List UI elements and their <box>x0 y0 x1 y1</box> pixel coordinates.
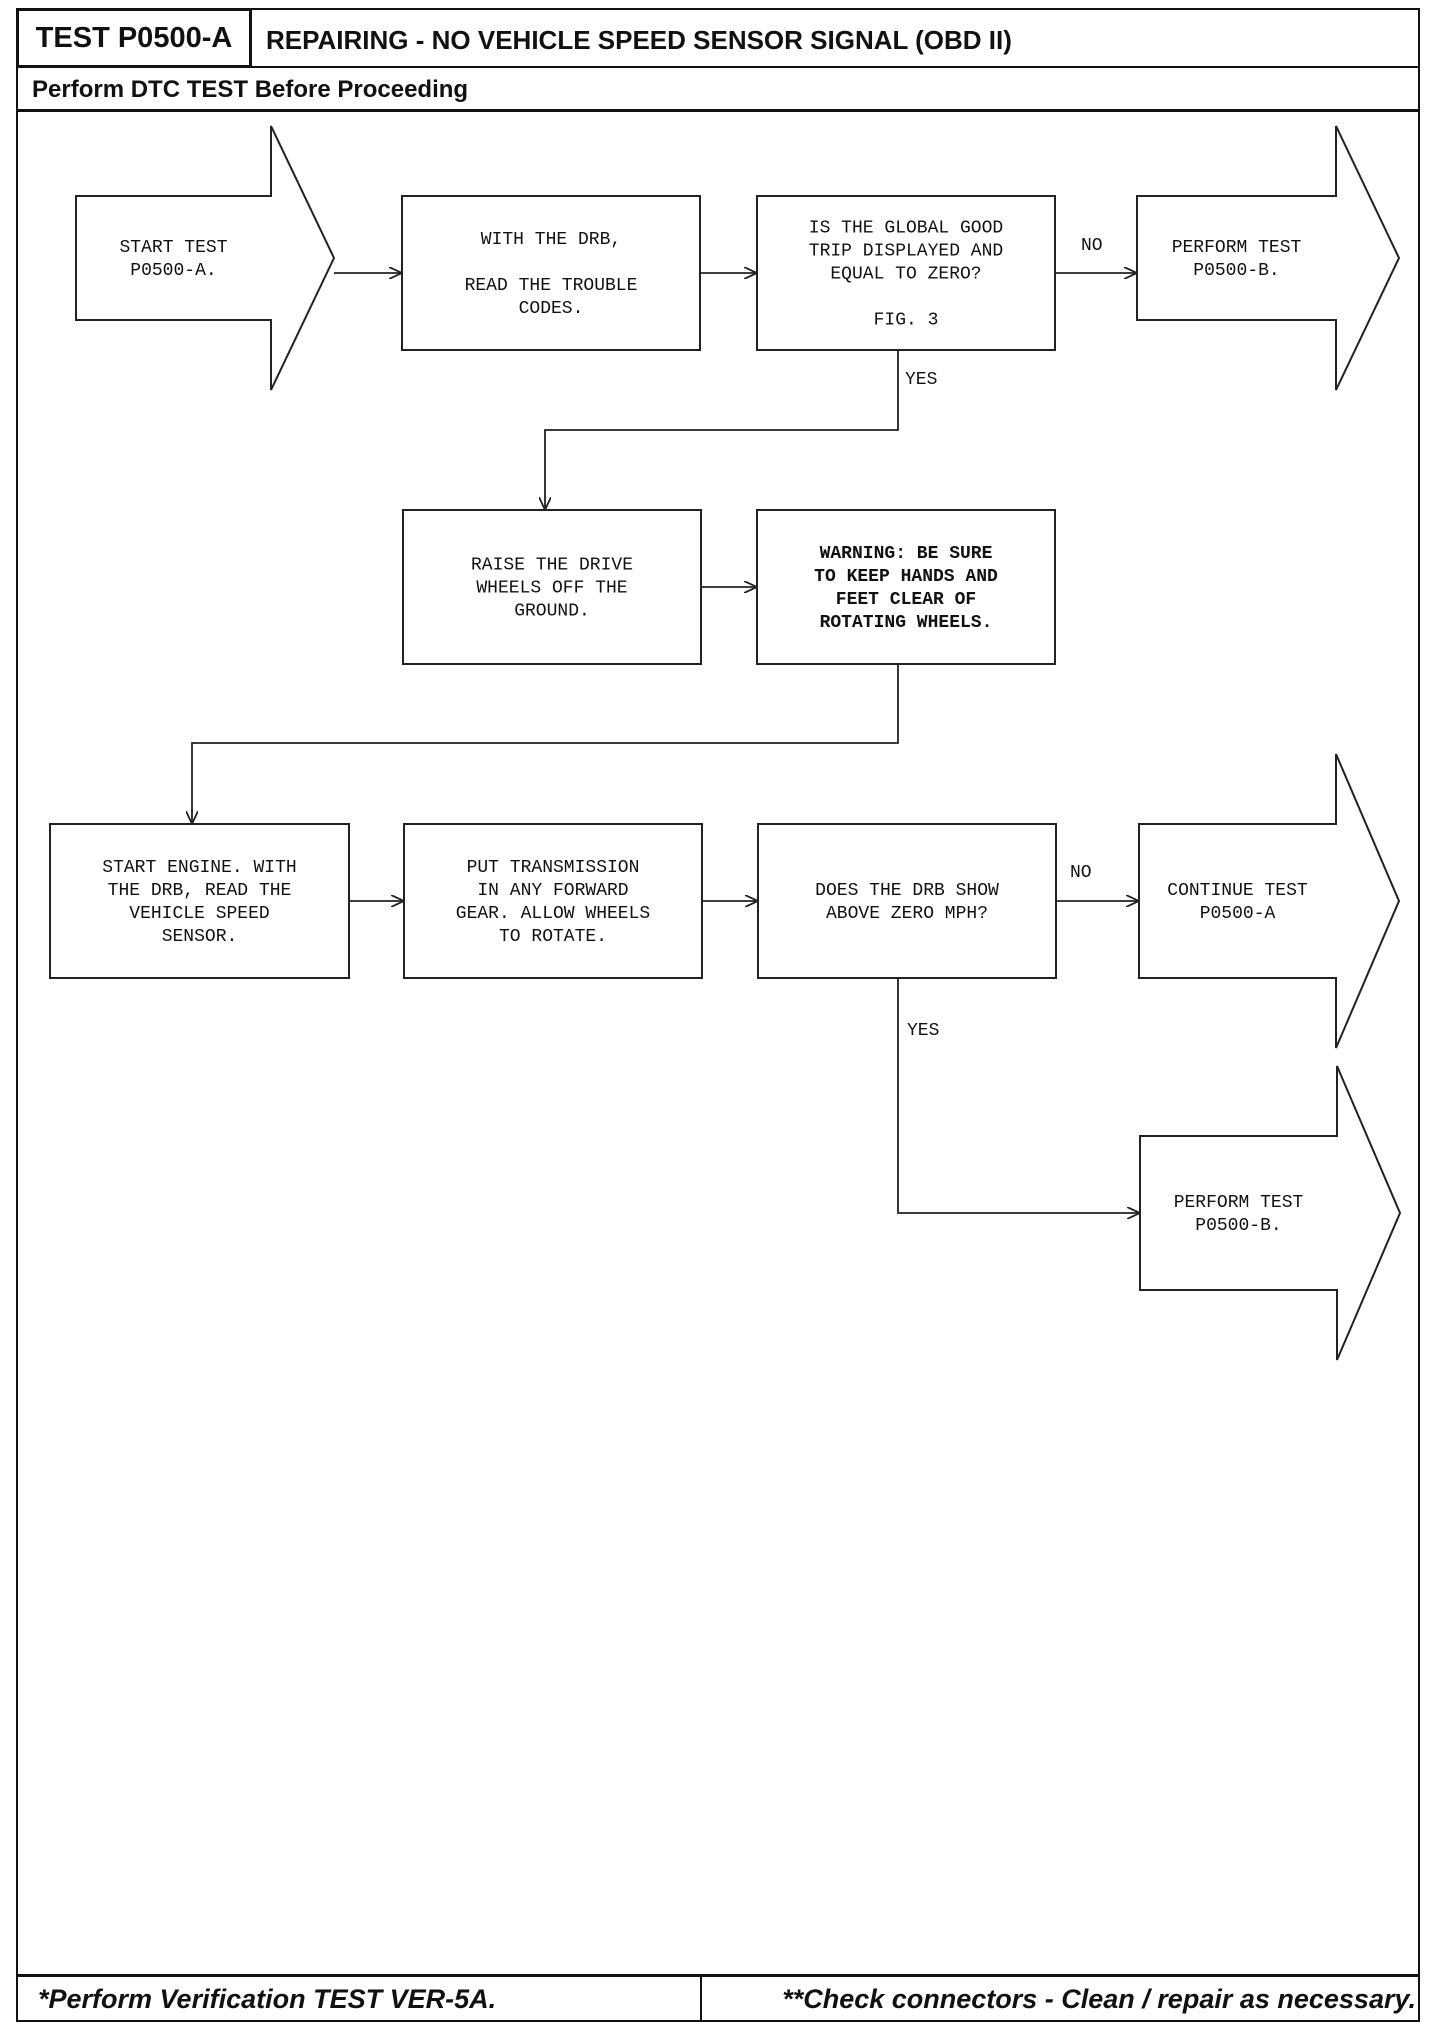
block-arrow-shape <box>1139 1065 1402 1361</box>
step-start-engine: START ENGINE. WITH THE DRB, READ THE VEHIC… <box>49 823 350 979</box>
page-title: REPAIRING - NO VEHICLE SPEED SENSOR SIGN… <box>266 25 1012 55</box>
step-text-line: TRIP DISPLAYED AND <box>809 242 1003 262</box>
step-text-line: WARNING: BE SURE <box>820 544 993 564</box>
process-box-shape <box>403 823 703 979</box>
step-text-line: START ENGINE. WITH <box>102 858 296 878</box>
step-raise-wheels: RAISE THE DRIVE WHEELS OFF THE GROUND. <box>402 509 702 665</box>
step-text-line: START TEST <box>119 238 227 258</box>
process-box-shape <box>402 509 702 665</box>
step-text-line: GEAR. ALLOW WHEELS <box>456 904 650 924</box>
edge-global-good-trip-to-raise-wheels: YES <box>545 350 937 510</box>
step-text-line: VEHICLE SPEED <box>129 904 269 924</box>
step-text-line: CONTINUE TEST <box>1167 881 1308 901</box>
edge-global-good-trip-to-perform-b-1: NO <box>1055 236 1137 273</box>
process-box-shape <box>756 195 1056 351</box>
header-row <box>16 8 1420 68</box>
edge-drb-show-mph-to-continue-a: NO <box>1056 863 1139 901</box>
block-arrow-shape <box>1138 753 1401 1049</box>
process-box-shape <box>49 823 350 979</box>
process-box-shape <box>401 195 701 351</box>
step-text-line: IS THE GLOBAL GOOD <box>809 219 1003 239</box>
step-text-line: RAISE THE DRIVE <box>471 556 633 576</box>
subheader-row <box>16 68 1420 112</box>
connector-arrow <box>545 350 899 510</box>
step-text-line: EQUAL TO ZERO? <box>830 265 981 285</box>
step-text-line: CODES. <box>519 299 584 319</box>
step-read-codes: WITH THE DRB, READ THE TROUBLE CODES. <box>401 195 701 351</box>
step-text-line: GROUND. <box>514 602 590 622</box>
step-text-line: SENSOR. <box>162 927 238 947</box>
process-box-shape <box>756 509 1056 665</box>
edge-label-yes: YES <box>907 1021 939 1041</box>
step-text-line: ABOVE ZERO MPH? <box>826 904 988 924</box>
step-text-line: WHEELS OFF THE <box>476 579 627 599</box>
step-text-line: PERFORM TEST <box>1174 1193 1304 1213</box>
step-text-line: TO KEEP HANDS AND <box>814 567 998 587</box>
step-text-line: READ THE TROUBLE <box>465 276 638 296</box>
step-text-line: FEET CLEAR OF <box>836 590 976 610</box>
step-text-line: DOES THE DRB SHOW <box>815 881 999 901</box>
footer-divider <box>700 1974 702 2022</box>
footer-note-connectors: **Check connectors - Clean / repair as n… <box>782 1984 1416 2014</box>
step-text-line: FIG. 3 <box>874 311 939 331</box>
edge-drb-show-mph-to-perform-b-2: YES <box>897 978 1140 1213</box>
block-arrow-shape <box>75 125 336 391</box>
connector-arrow <box>192 664 899 824</box>
step-text-line: WITH THE DRB, <box>481 230 621 250</box>
edge-warning-to-start-engine <box>192 664 899 824</box>
process-box-shape <box>757 823 1057 979</box>
step-text-line: P0500-A <box>1200 904 1276 924</box>
edge-label-yes: YES <box>905 370 937 390</box>
step-perform-b-2: PERFORM TEST P0500-B. <box>1139 1065 1402 1361</box>
connector-arrow <box>897 978 1140 1213</box>
test-id-box: TEST P0500-A <box>16 8 252 68</box>
step-global-good-trip: IS THE GLOBAL GOOD TRIP DISPLAYED AND EQUA… <box>756 195 1056 351</box>
step-put-transmission: PUT TRANSMISSION IN ANY FORWARD GEAR. ALLO… <box>403 823 703 979</box>
step-text-line: P0500-B. <box>1195 1216 1281 1236</box>
step-text-line: P0500-A. <box>130 261 216 281</box>
footer-row <box>16 1974 1420 2022</box>
edge-label-no: NO <box>1070 863 1092 883</box>
footer-note-verification: *Perform Verification TEST VER-5A. <box>38 1984 497 2014</box>
page-frame <box>16 8 1420 2022</box>
step-perform-b-1: PERFORM TEST P0500-B. <box>1136 125 1401 391</box>
step-text-line: P0500-B. <box>1193 261 1279 281</box>
step-text-line: ROTATING WHEELS. <box>820 613 993 633</box>
page-subtitle: Perform DTC TEST Before Proceeding <box>32 76 469 103</box>
step-text-line: TO ROTATE. <box>499 927 607 947</box>
step-warning: WARNING: BE SURE TO KEEP HANDS AND FEET CL… <box>756 509 1056 665</box>
block-arrow-shape <box>1136 125 1401 391</box>
step-start: START TEST P0500-A. <box>75 125 336 391</box>
step-drb-show-mph: DOES THE DRB SHOW ABOVE ZERO MPH? <box>757 823 1057 979</box>
step-text-line: PERFORM TEST <box>1172 238 1302 258</box>
step-text-line: IN ANY FORWARD <box>477 881 628 901</box>
step-text-line: PUT TRANSMISSION <box>467 858 640 878</box>
edge-label-no: NO <box>1081 236 1103 256</box>
step-text-line: THE DRB, READ THE <box>108 881 292 901</box>
step-continue-a: CONTINUE TEST P0500-A <box>1138 753 1401 1049</box>
